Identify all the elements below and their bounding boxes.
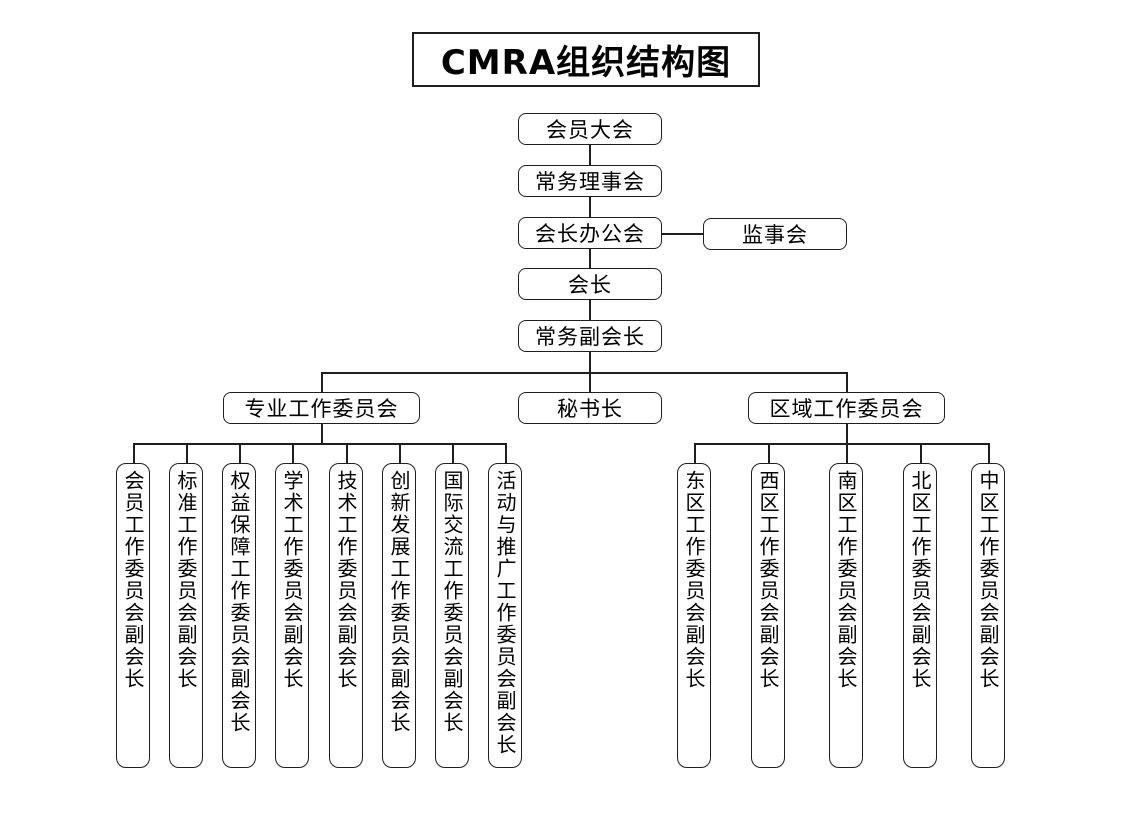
- connector-line: [988, 443, 990, 463]
- connector-line: [589, 145, 591, 165]
- node-label: 西区工作委员会副会长: [756, 470, 780, 690]
- node-president: 会长: [518, 268, 662, 300]
- connector-line: [321, 372, 323, 392]
- connector-line: [589, 197, 591, 217]
- connector-line: [321, 372, 847, 374]
- connector-line: [321, 424, 323, 443]
- node-regional-sub-3: 北区工作委员会副会长: [903, 463, 937, 768]
- node-regional-sub-4: 中区工作委员会副会长: [971, 463, 1005, 768]
- node-regional-sub-2: 南区工作委员会副会长: [829, 463, 863, 768]
- connector-line: [452, 443, 454, 463]
- connector-line: [133, 443, 135, 463]
- node-label: 创新发展工作委员会副会长: [387, 470, 411, 734]
- node-professional-sub-3: 学术工作委员会副会长: [275, 463, 309, 768]
- connector-line: [846, 372, 848, 392]
- connector-line: [186, 443, 188, 463]
- node-label: 技术工作委员会副会长: [334, 470, 358, 690]
- node-professional-sub-0: 会员工作委员会副会长: [116, 463, 150, 768]
- connector-line: [920, 443, 922, 463]
- node-president-office: 会长办公会: [518, 217, 662, 249]
- node-supervisory-board: 监事会: [703, 218, 847, 250]
- node-executive-vice-president: 常务副会长: [518, 320, 662, 352]
- node-label: 中区工作委员会副会长: [976, 470, 1000, 690]
- node-secretary-general: 秘书长: [518, 392, 662, 424]
- node-label: 南区工作委员会副会长: [834, 470, 858, 690]
- chart-title: CMRA组织结构图: [412, 32, 760, 87]
- node-professional-sub-4: 技术工作委员会副会长: [329, 463, 363, 768]
- connector-line: [846, 424, 848, 443]
- connector-line: [399, 443, 401, 463]
- node-professional-sub-1: 标准工作委员会副会长: [169, 463, 203, 768]
- connector-line: [768, 443, 770, 463]
- connector-line: [694, 443, 989, 445]
- node-regional-sub-0: 东区工作委员会副会长: [677, 463, 711, 768]
- node-label: 国际交流工作委员会副会长: [440, 470, 464, 734]
- connector-line: [292, 443, 294, 463]
- connector-line: [846, 443, 848, 463]
- node-label: 东区工作委员会副会长: [682, 470, 706, 690]
- node-standing-council: 常务理事会: [518, 165, 662, 197]
- node-professional-sub-2: 权益保障工作委员会副会长: [222, 463, 256, 768]
- node-label: 标准工作委员会副会长: [174, 470, 198, 690]
- node-label: 北区工作委员会副会长: [908, 470, 932, 690]
- connector-line: [662, 233, 703, 235]
- connector-line: [346, 443, 348, 463]
- connector-line: [239, 443, 241, 463]
- node-professional-work-committee: 专业工作委员会: [223, 392, 420, 424]
- connector-line: [694, 443, 696, 463]
- connector-line: [133, 443, 506, 445]
- node-label: 会员工作委员会副会长: [121, 470, 145, 690]
- node-label: 活动与推广工作委员会副会长: [493, 470, 517, 756]
- node-label: 学术工作委员会副会长: [280, 470, 304, 690]
- node-label: 权益保障工作委员会副会长: [227, 470, 251, 734]
- node-professional-sub-7: 活动与推广工作委员会副会长: [488, 463, 522, 768]
- connector-line: [505, 443, 507, 463]
- node-professional-sub-6: 国际交流工作委员会副会长: [435, 463, 469, 768]
- node-regional-work-committee: 区域工作委员会: [748, 392, 945, 424]
- connector-line: [589, 249, 591, 268]
- connector-line: [589, 300, 591, 320]
- node-member-assembly: 会员大会: [518, 113, 662, 145]
- node-regional-sub-1: 西区工作委员会副会长: [751, 463, 785, 768]
- node-professional-sub-5: 创新发展工作委员会副会长: [382, 463, 416, 768]
